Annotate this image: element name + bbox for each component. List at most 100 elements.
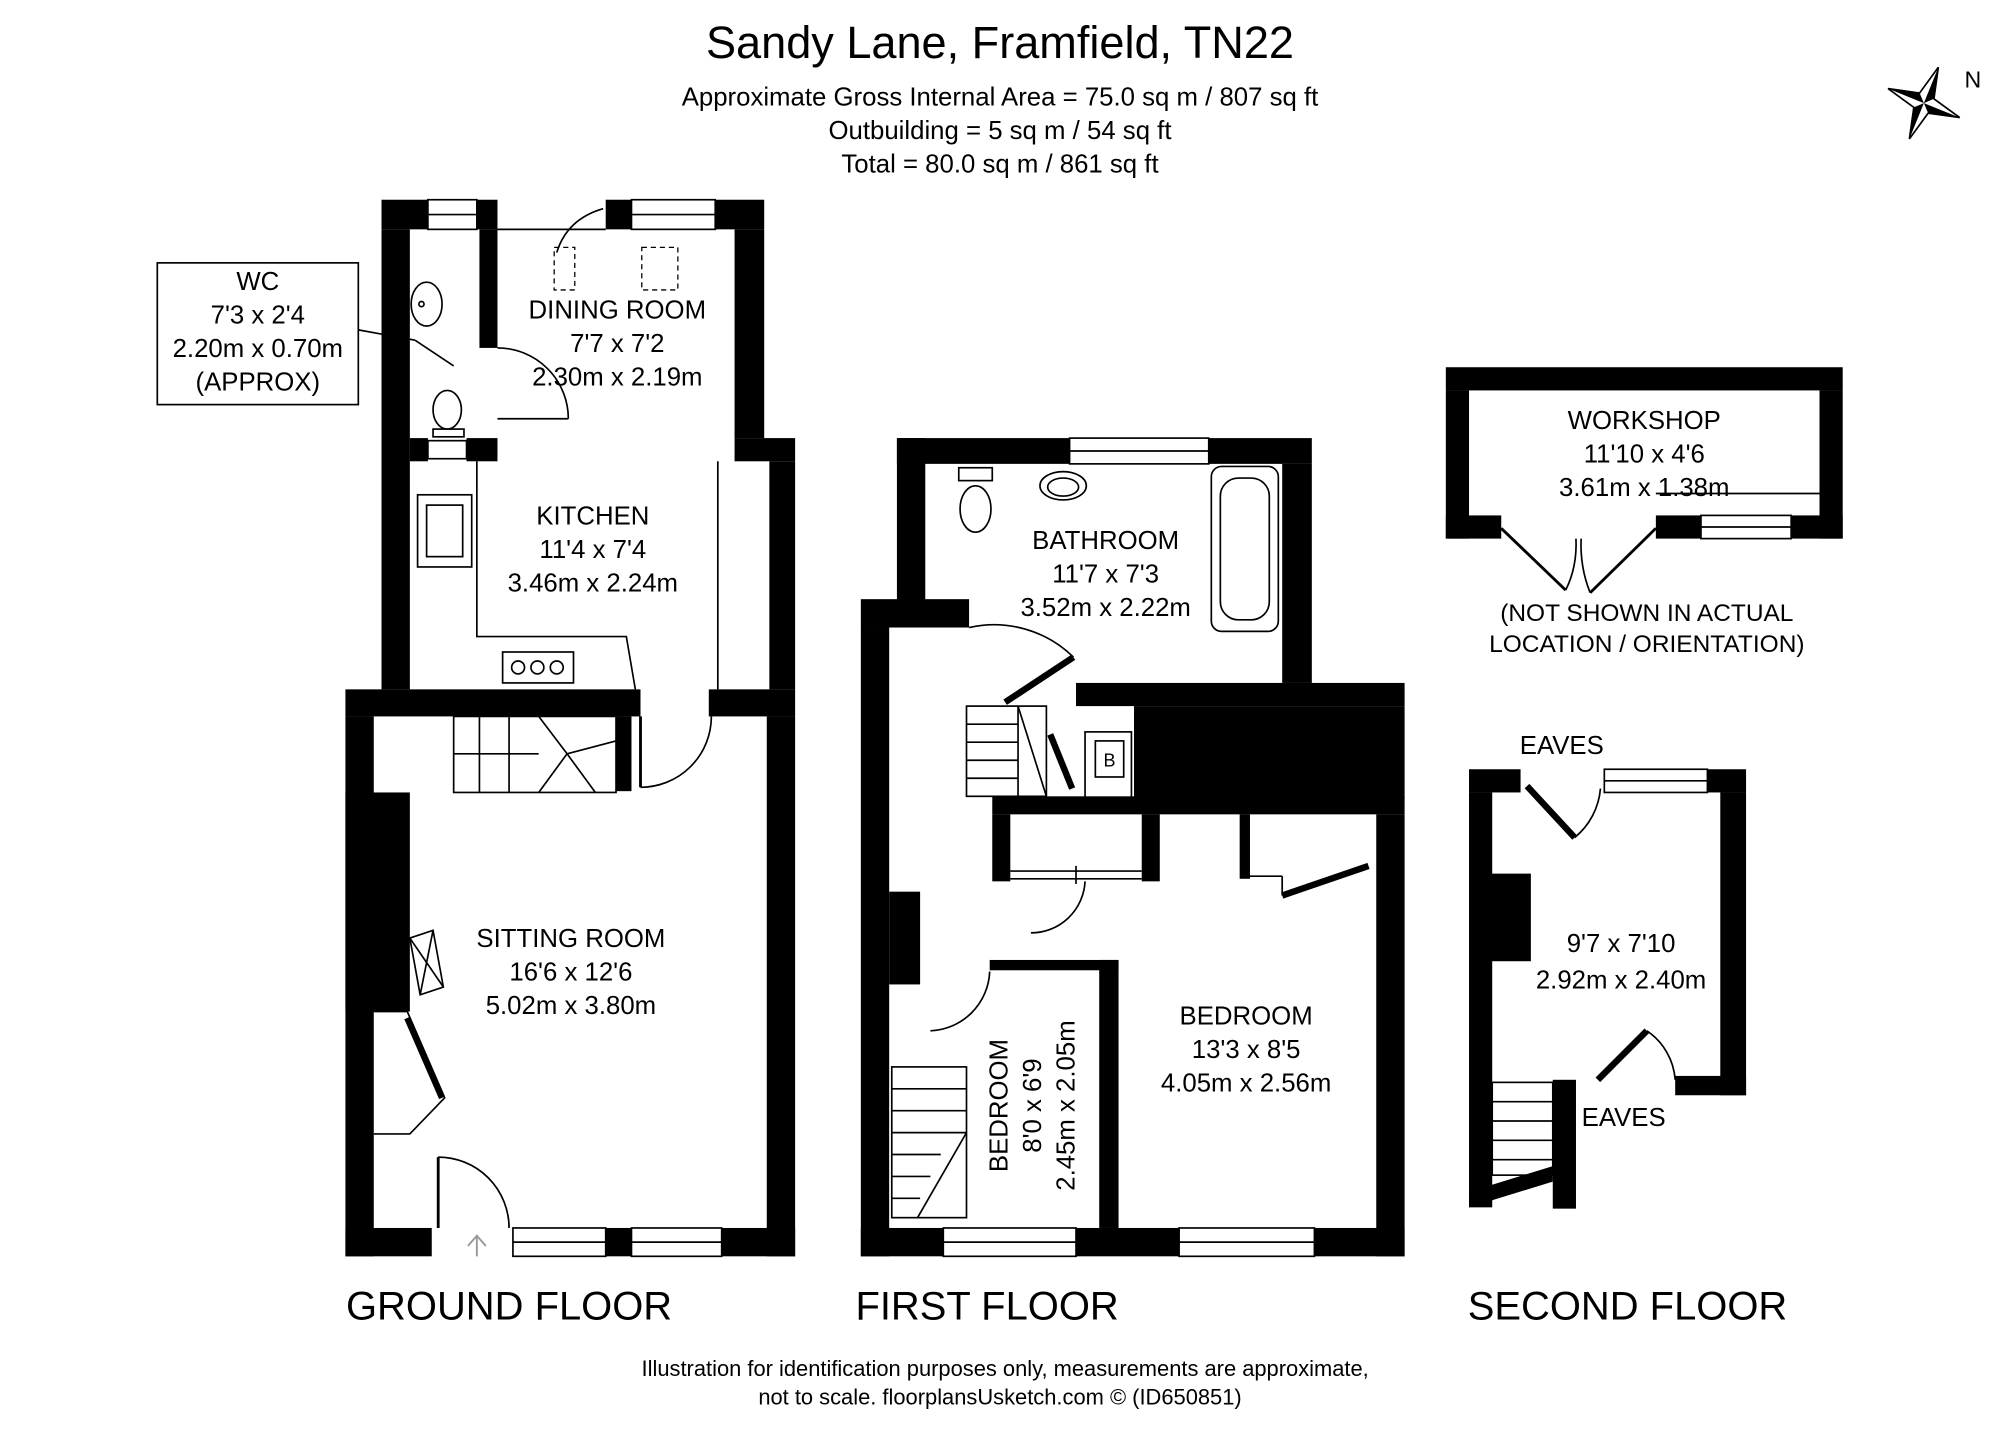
kitchen-sink [416, 493, 473, 568]
small-bedroom-label: BEDROOM 8'0 x 6'9 2.45m x 2.05m [986, 1020, 1081, 1190]
stairs-outline [965, 705, 1048, 798]
wall [466, 438, 498, 462]
cupboard [373, 1010, 446, 1135]
bathroom-basin-bowl [1046, 477, 1080, 497]
stair-tread [538, 715, 568, 755]
door-leaf [1595, 1028, 1650, 1083]
wc-basin [410, 281, 443, 327]
compass-icon [1887, 66, 1961, 140]
wall [1376, 814, 1405, 1257]
chimney-stack [1134, 706, 1405, 799]
kitchen-worktop [476, 461, 637, 690]
kitchen-sink-bowl [425, 504, 464, 558]
wall [1076, 1227, 1180, 1257]
window [427, 439, 468, 460]
wall [734, 229, 765, 439]
door-leaf [1589, 527, 1657, 594]
bedroom-metric: 4.05m x 2.56m [1161, 1069, 1331, 1097]
wall [1141, 814, 1160, 882]
compass-star [1887, 66, 1961, 140]
toilet-cistern [957, 466, 994, 482]
stairs [452, 715, 617, 794]
workshop-note-line2: LOCATION / ORIENTATION) [1489, 631, 1804, 658]
wall [1445, 515, 1502, 539]
skylight [553, 246, 576, 291]
wall [479, 229, 498, 348]
wall [860, 627, 890, 1257]
door-leaf [1524, 783, 1578, 840]
door-swing [497, 347, 570, 419]
wall [1282, 463, 1312, 683]
ground-floor-label: GROUND FLOOR [346, 1284, 672, 1328]
wc-metric: 2.20m x 0.70m [173, 335, 343, 363]
stair-tread [916, 1132, 968, 1219]
wall [1655, 515, 1701, 539]
hob-ring [549, 660, 565, 675]
bathroom-metric: 3.52m x 2.22m [1020, 594, 1190, 622]
wall [734, 438, 796, 462]
wall [992, 796, 1405, 815]
wall [409, 438, 428, 462]
wall [1314, 1227, 1405, 1257]
stair-tread [1017, 705, 1048, 797]
wall [992, 814, 1011, 882]
compass-facet [1909, 103, 1924, 139]
small-bedroom-name: BEDROOM [986, 1039, 1014, 1172]
disclaimer-line1: Illustration for identification purposes… [642, 1356, 1369, 1381]
wc-leader-line [358, 329, 416, 341]
ground-floor-plan: WC 7'3 x 2'4 2.20m x 0.70m (APPROX) DINI… [156, 198, 796, 1328]
wall [989, 959, 1119, 971]
stairs-outline [1491, 1081, 1554, 1176]
skylight [641, 246, 679, 291]
wall [889, 891, 921, 985]
total-area-text: Total = 80.0 sq m / 861 sq ft [841, 151, 1158, 179]
chimney-stack [1488, 873, 1531, 962]
workshop-imperial: 11'10 x 4'6 [1584, 441, 1705, 469]
workshop-name: WORKSHOP [1568, 407, 1721, 435]
workshop-plan: WORKSHOP 11'10 x 4'6 3.61m x 1.38m (NOT … [1445, 367, 1843, 658]
workshop-metric: 3.61m x 1.38m [1559, 474, 1729, 502]
boiler-label: B [1104, 751, 1116, 771]
first-floor-label: FIRST FLOOR [855, 1284, 1118, 1328]
toilet [432, 389, 463, 430]
door-swing [1564, 538, 1577, 591]
door-leaf [1500, 527, 1567, 592]
kitchen-name: KITCHEN [536, 502, 649, 530]
small-bedroom-metric: 2.45m x 2.05m [1053, 1020, 1081, 1190]
first-floor-plan: B BATHROOM 11'7 x 7'3 3.52m x 2.22m BEDR… [855, 437, 1405, 1328]
wall [381, 229, 410, 690]
wall [1707, 769, 1747, 793]
wc-imperial: 7'3 x 2'4 [211, 301, 305, 329]
wall [896, 438, 926, 604]
wall [1791, 515, 1843, 539]
wall [1076, 682, 1405, 707]
wall [1445, 367, 1843, 391]
dining-room-imperial: 7'7 x 7'2 [570, 330, 664, 358]
entrance-arrow-icon [467, 1234, 487, 1257]
loft-room-metric: 2.92m x 2.40m [1536, 966, 1706, 994]
boiler-cupboard [1084, 731, 1133, 800]
stair-tread [566, 740, 617, 755]
wall [766, 716, 796, 1257]
wc-label-box [156, 262, 360, 406]
stairs [1491, 1081, 1554, 1176]
wall [721, 1227, 796, 1257]
door-swing [1580, 538, 1591, 594]
wall [860, 599, 970, 628]
door-leaf [1003, 654, 1076, 705]
wall [715, 199, 765, 230]
wall [1819, 390, 1843, 539]
wall [1239, 814, 1250, 879]
door-swing [640, 716, 713, 789]
door-swing [555, 207, 604, 253]
wall [616, 716, 632, 792]
toilet [959, 484, 992, 534]
bathroom-name: BATHROOM [1032, 527, 1179, 555]
wall [1675, 1075, 1747, 1096]
hob [501, 651, 575, 684]
door-swing [438, 1156, 510, 1228]
small-bedroom-imperial: 8'0 x 6'9 [1019, 1058, 1047, 1152]
wall [1099, 959, 1119, 1228]
wall [1445, 390, 1470, 539]
